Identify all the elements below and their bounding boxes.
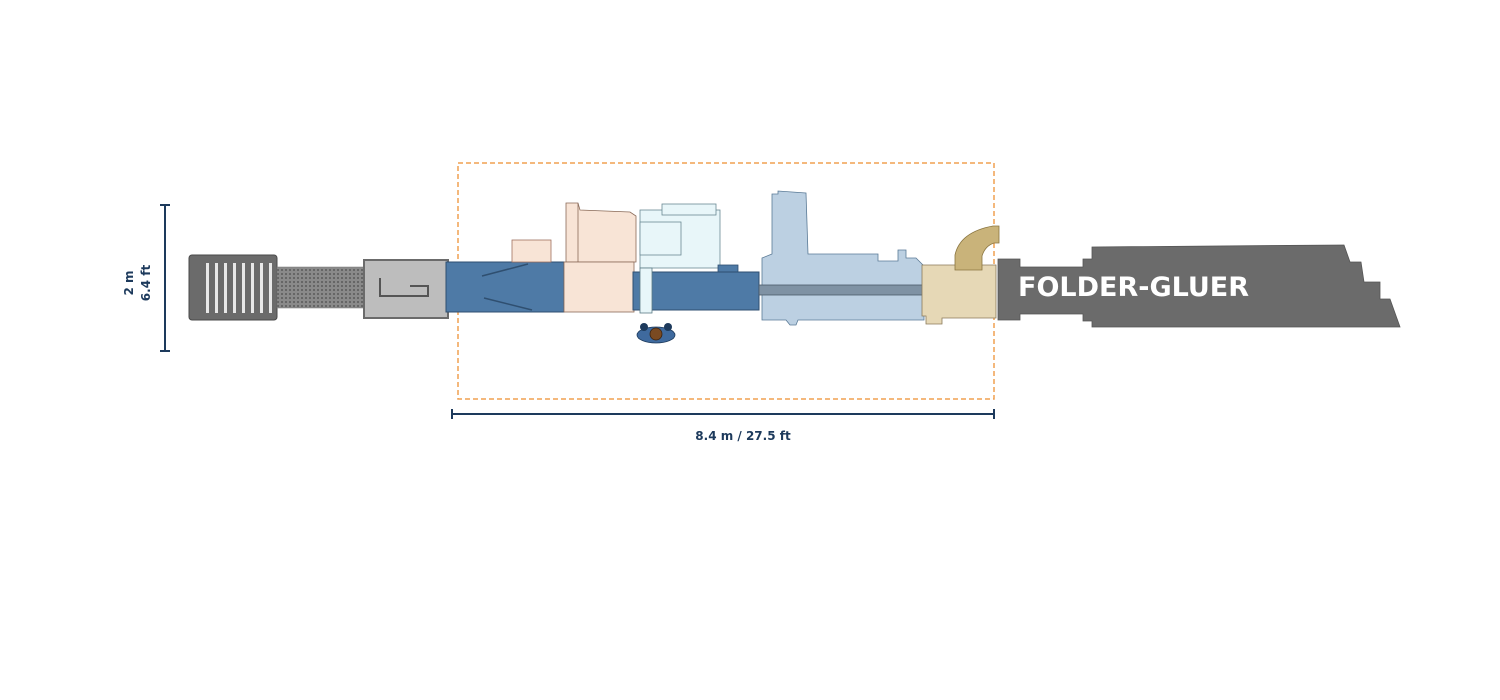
prefolder-section: [445, 261, 565, 313]
feeder-unit: [188, 254, 278, 321]
length-dimension: [451, 409, 995, 419]
gluing-section: [758, 190, 946, 326]
machine-label: FOLDER-GLUER: [1018, 272, 1249, 303]
operator-figure: [636, 323, 676, 344]
carrier-section: [632, 267, 760, 314]
crashlock-section: [511, 202, 637, 313]
width-dimension: [160, 204, 170, 352]
width-dimension-imperial: 6.4 ft: [139, 265, 153, 302]
mesh-conveyor: [276, 266, 366, 309]
aligner-module: [363, 259, 449, 319]
folding-section: [639, 203, 739, 274]
width-dimension-metric: 2 m: [122, 270, 136, 295]
length-dimension-label: 8.4 m / 27.5 ft: [695, 429, 791, 443]
folder-gluer-unit: [997, 244, 1401, 328]
transfer-section: [921, 225, 1000, 325]
